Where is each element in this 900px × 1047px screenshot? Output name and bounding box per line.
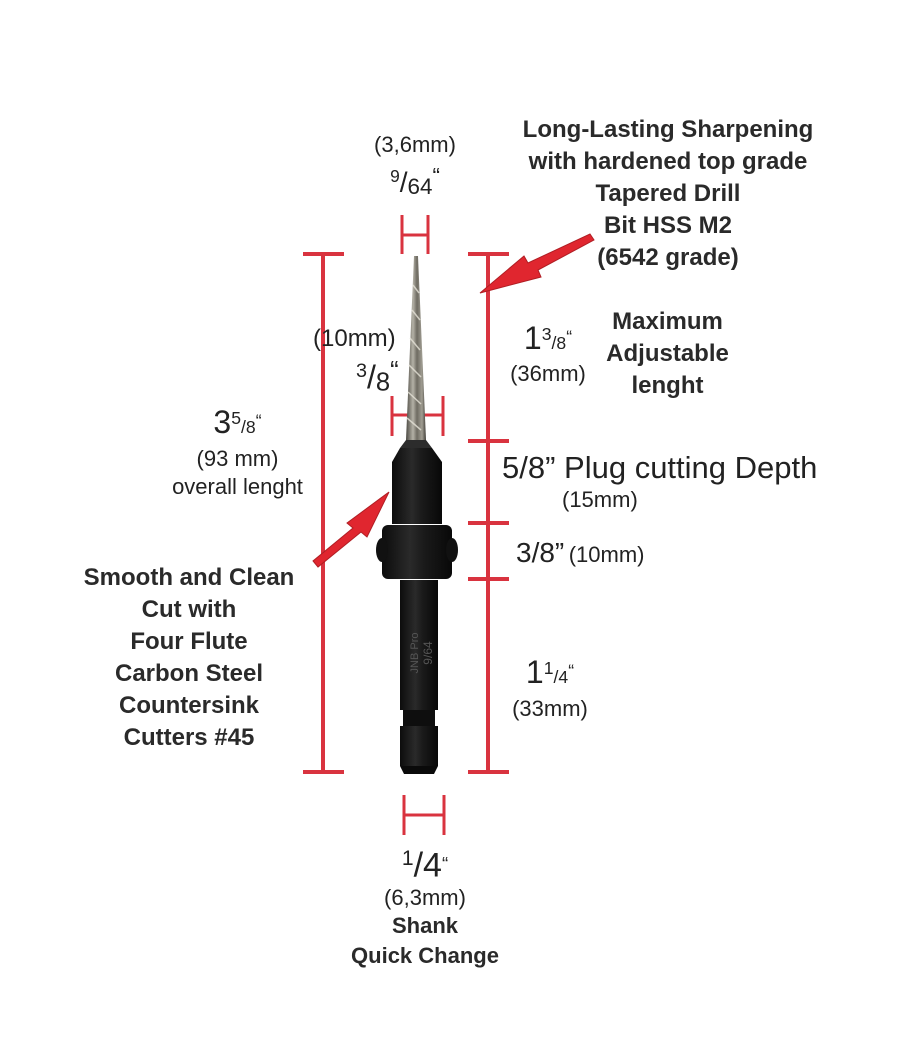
countersink-cutter [392,440,442,524]
overall-length-inch: 35/8“ [213,403,262,440]
shank-marking: JNB Pro 9/64 [409,603,435,703]
tip-diameter-label: (3,6mm) 9/64“ [355,132,475,203]
shank-length-inch: 11/4“ [525,653,575,690]
tip-diameter-inch: 9/64“ [390,163,440,199]
countersink-feature-callout: Smooth and Clean Cut with Four Flute Car… [83,564,295,751]
plug-depth-label: 5/8” Plug cutting Depth [502,450,818,485]
drill-section-diameter-mm: (10mm) [313,325,396,352]
shank-length-label: 11/4“ (33mm) [500,650,600,723]
stop-collar [376,525,458,579]
shank-diameter-marker [402,795,446,835]
countersink-pointer-arrow [312,491,390,568]
overall-length-mm: (93 mm) [196,445,279,471]
max-adjustable-dimension: 13/8“ (36mm) [498,316,598,387]
drill-section-diameter-inch: 3/8“ [356,357,399,397]
drill-feature-callout: Long-Lasting Sharpening with hardened to… [522,116,814,271]
max-adjustable-mm: (36mm) [510,360,586,386]
shank-diameter-label: 1/4“ (6,3mm) Shank Quick Change [325,840,525,971]
plug-depth-mm: (15mm) [562,487,638,512]
collar-length-label: 3/8” (10mm) [516,537,645,568]
shank-diameter-inch: 1/4“ [401,846,449,885]
overall-length-label: 35/8“ (93 mm) overall lenght [150,400,325,501]
max-adjustable-inch: 13/8“ [523,319,573,356]
tip-diameter-marker [400,215,430,254]
overall-length-dimension-line [303,252,344,774]
tapered-drill-bit [406,256,426,440]
hex-shank [400,580,438,774]
overall-length-text: overall lenght [172,473,303,499]
shank-diameter-mm: (6,3mm) [384,884,466,910]
shank-marking-size: 9/64 [421,641,435,665]
tip-diameter-mm: (3,6mm) [374,132,456,157]
shank-diameter-text: Shank Quick Change [351,912,499,968]
drill-pointer-arrow [479,233,595,294]
max-adjustable-label: Maximum Adjustable lenght [606,308,729,399]
right-dimension-line [468,252,509,774]
shank-length-mm: (33mm) [512,695,588,721]
